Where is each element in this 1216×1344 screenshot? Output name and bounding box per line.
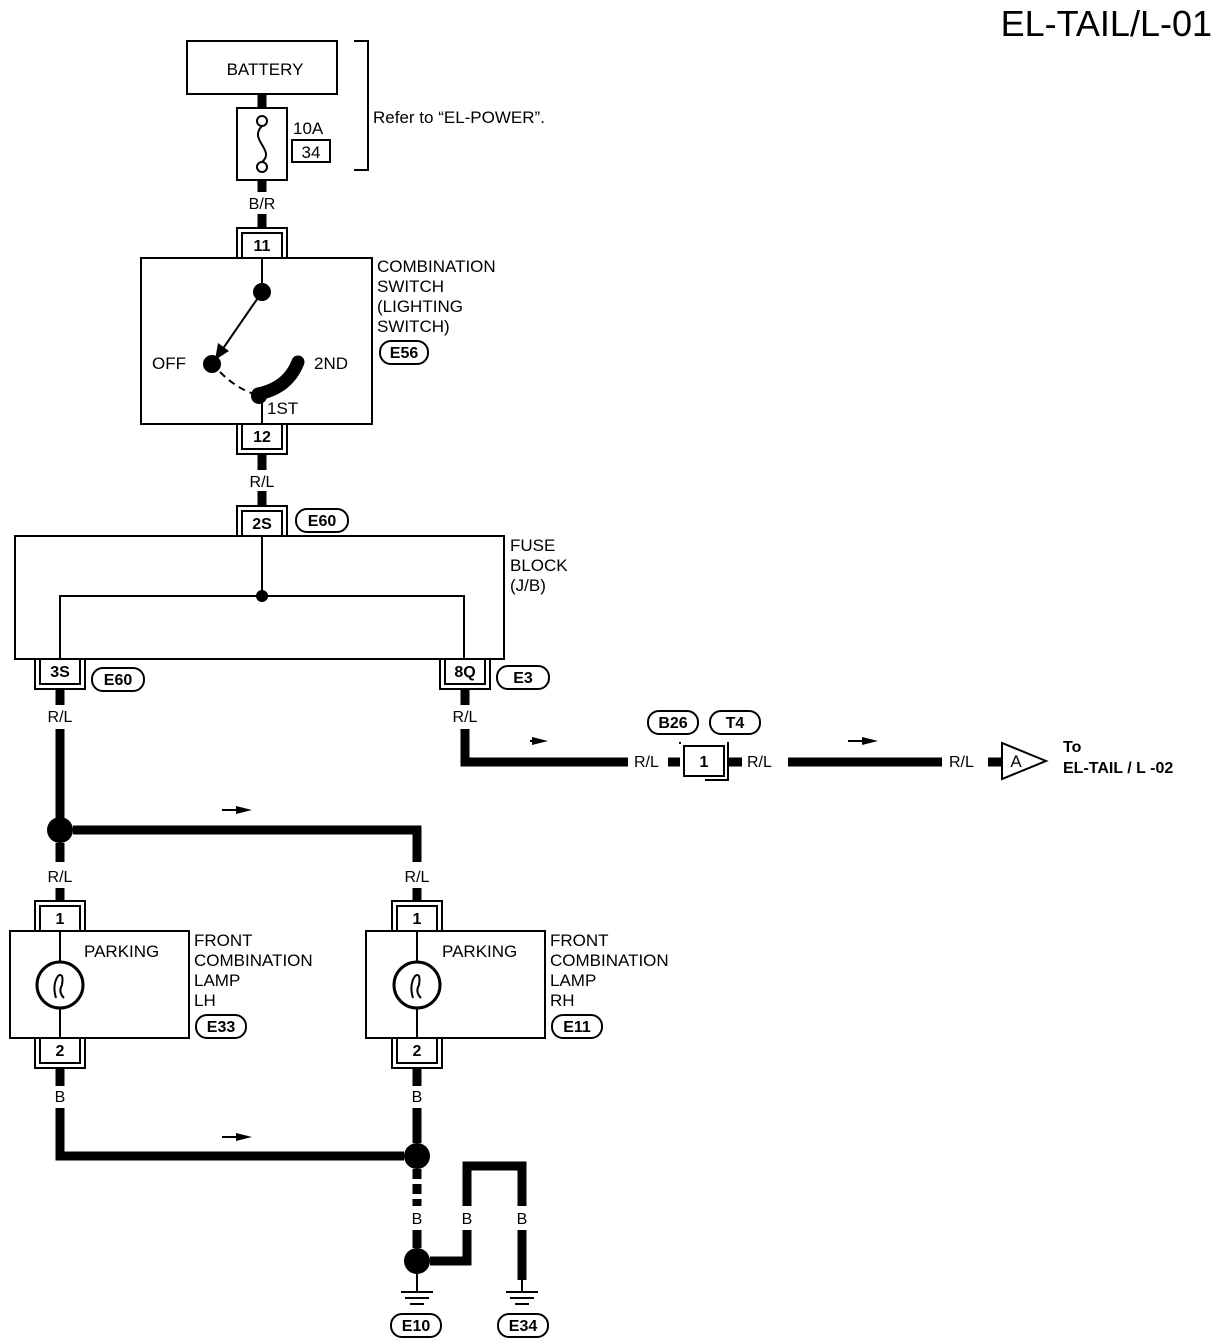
lamp-lh-pin-in: 1 xyxy=(56,911,65,928)
lamp-lh-pin-out: 2 xyxy=(56,1043,65,1060)
fuse-block-pin-in: 2S xyxy=(252,516,272,533)
wire-label-lamp-lh-ground: B xyxy=(55,1089,66,1106)
continuation-to-label: To xyxy=(1063,739,1082,756)
switch-name-line-4: SWITCH) xyxy=(377,317,450,336)
fuse-number: 34 xyxy=(302,143,321,162)
ground-e10: E10 xyxy=(390,1274,442,1338)
fuse-rating: 10A xyxy=(293,119,324,138)
fuse-block-pin-left: 3S xyxy=(50,664,70,681)
front-combination-lamp-rh: 1 PARKING 2 xyxy=(365,900,546,1069)
fuse-10a: 10A 34 xyxy=(236,107,331,181)
lamp-lh-name: PARKING xyxy=(84,942,159,961)
continuation-flag-letter: A xyxy=(1010,752,1022,771)
battery: BATTERY xyxy=(186,40,338,95)
ground-e34: E34 xyxy=(497,1280,549,1338)
inline-connector-id-1: B26 xyxy=(658,715,687,732)
wire-label-switch-out: R/L xyxy=(250,474,275,491)
wire-label-fuse-right: R/L xyxy=(453,709,478,726)
inline-connector-pin: 1 xyxy=(700,754,709,771)
fuse-block-name-line-2: BLOCK xyxy=(510,556,568,575)
ground-e34-label: E34 xyxy=(509,1318,538,1335)
lamp-lh-bulb-icon xyxy=(35,960,85,1010)
fuse-block-name-line-3: (J/B) xyxy=(510,576,546,595)
fuse-block-pin-right: 8Q xyxy=(454,664,475,681)
combination-switch: 11 OFF 2ND 1ST 12 xyxy=(140,227,373,455)
wire-label-lamp-rh-in: R/L xyxy=(405,869,430,886)
lamp-rh-desc-line-1: FRONT xyxy=(550,931,609,950)
lamp-rh-name: PARKING xyxy=(442,942,517,961)
wire-label-br: B/R xyxy=(249,196,276,213)
wire-label-inline-out: R/L xyxy=(747,754,772,771)
lamp-rh-desc-line-2: COMBINATION xyxy=(550,951,669,970)
fuse-block-right-connector: E3 xyxy=(513,670,533,687)
wire-label-ground-e34: B xyxy=(517,1211,528,1228)
ground-e10-label: E10 xyxy=(402,1318,431,1335)
fuse-block: 2S E60 3S E60 8Q E3 xyxy=(14,505,550,692)
switch-name-line-2: SWITCH xyxy=(377,277,444,296)
wire-label-inline-in: R/L xyxy=(634,754,659,771)
inline-connector: B26 T4 1 xyxy=(647,710,761,781)
wire-label-trunk-ground: B xyxy=(412,1211,423,1228)
lamp-lh-desc-line-4: LH xyxy=(194,991,216,1010)
power-reference-note: Refer to “EL-POWER”. xyxy=(373,108,545,127)
switch-2nd-label: 2ND xyxy=(314,354,348,373)
switch-name-line-3: (LIGHTING xyxy=(377,297,463,316)
lamp-lh-desc-line-1: FRONT xyxy=(194,931,253,950)
switch-pin-out: 12 xyxy=(253,429,271,446)
lamp-rh-pin-out: 2 xyxy=(413,1043,422,1060)
lamp-lh-connector-id: E33 xyxy=(207,1019,236,1036)
fuse-block-left-connector: E60 xyxy=(104,672,133,689)
switch-name-line-1: COMBINATION xyxy=(377,257,496,276)
wire-label-lamp-lh-in: R/L xyxy=(48,869,73,886)
lamp-lh-desc-line-3: LAMP xyxy=(194,971,240,990)
lamp-rh-desc-line-4: RH xyxy=(550,991,575,1010)
wire-label-fuse-left: R/L xyxy=(48,709,73,726)
continuation-flag: A xyxy=(1001,741,1049,781)
wire-label-to-flag: R/L xyxy=(949,754,974,771)
inline-connector-id-2: T4 xyxy=(726,715,745,732)
continuation-target: EL-TAIL / L -02 xyxy=(1063,760,1173,777)
lamp-rh-pin-in: 1 xyxy=(413,911,422,928)
page-title: EL-TAIL/L-01 xyxy=(1001,3,1212,44)
lamp-lh-desc-line-2: COMBINATION xyxy=(194,951,313,970)
wire-label-branch-ground: B xyxy=(462,1211,473,1228)
switch-connector-id: E56 xyxy=(390,345,419,362)
lamp-rh-connector-id: E11 xyxy=(563,1019,591,1036)
lamp-rh-bulb-icon xyxy=(392,960,442,1010)
fuse-block-in-connector: E60 xyxy=(308,513,337,530)
switch-1st-label: 1ST xyxy=(267,399,298,418)
front-combination-lamp-lh: 1 PARKING 2 xyxy=(9,900,190,1069)
switch-pin-in: 11 xyxy=(254,238,271,255)
lamp-rh-desc-line-3: LAMP xyxy=(550,971,596,990)
fuse-block-name-line-1: FUSE xyxy=(510,536,555,555)
switch-off-label: OFF xyxy=(152,354,186,373)
wire-label-lamp-rh-ground: B xyxy=(412,1089,423,1106)
battery-label: BATTERY xyxy=(227,60,304,79)
